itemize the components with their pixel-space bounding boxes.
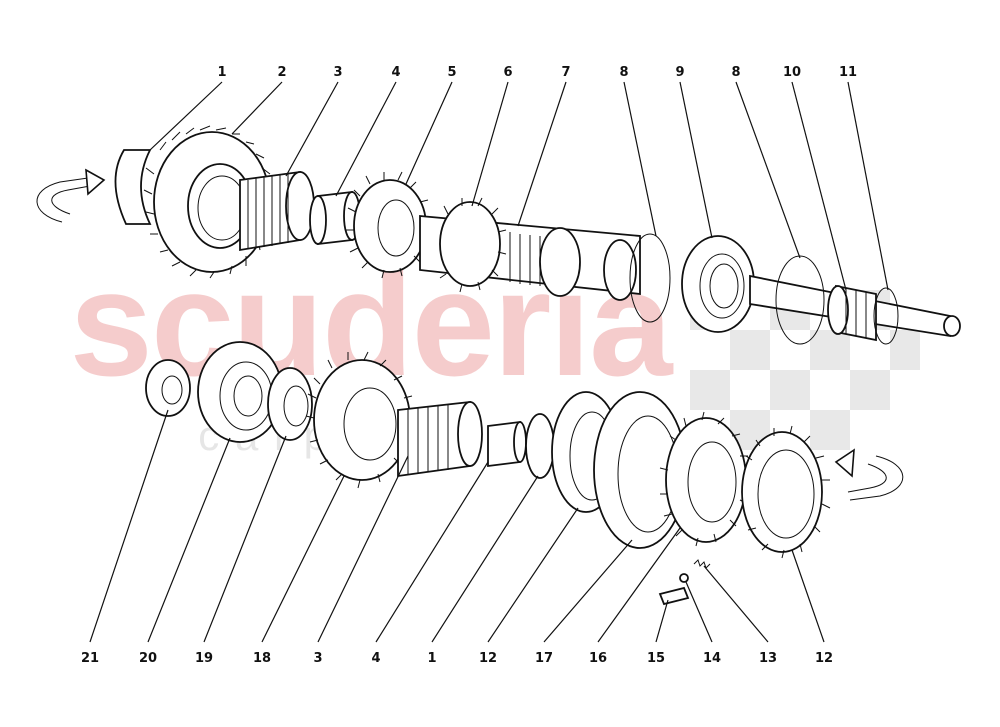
callout-top-2: 2 [277,65,286,80]
callout-bottom-15: 15 [647,651,665,666]
callout-top-8b: 8 [731,65,740,80]
part-synchro-ring-12b [741,425,831,559]
part-snap-ring-8a [629,233,671,323]
callout-top-10: 10 [783,65,801,80]
callout-bottom-19: 19 [195,651,213,666]
part-bushing-top [309,190,361,246]
rotation-arrow-left-icon [36,168,106,223]
callout-top-11: 11 [839,65,857,80]
part-splined-hub-top [239,170,315,252]
leader-lines-bottom [89,409,825,643]
part-synchro-sleeve-17 [593,391,687,549]
callouts-bottom: 21 20 19 18 3 4 1 12 17 16 15 14 13 12 [81,651,833,666]
callout-top-6: 6 [503,65,512,80]
callout-top-9: 9 [675,65,684,80]
part-splined-collar-10 [827,284,877,342]
part-nut-21 [145,359,191,417]
callout-bottom-12b: 12 [815,651,833,666]
part-splined-hub-bottom [397,400,483,478]
callout-bottom-4: 4 [371,651,380,666]
callout-bottom-21: 21 [81,651,99,666]
part-key-15 [658,586,690,606]
part-bushing-bottom [487,420,527,468]
callout-top-7: 7 [561,65,570,80]
part-detent-ball-14 [679,573,689,583]
callout-top-1: 1 [217,65,226,80]
part-detent-spring-13 [693,559,711,569]
callout-top-3: 3 [333,65,342,80]
part-helical-gear-18 [305,351,417,489]
callout-bottom-20: 20 [139,651,157,666]
part-snap-ring-8b [775,255,825,345]
callout-bottom-13: 13 [759,651,777,666]
callout-bottom-18: 18 [253,651,271,666]
callout-bottom-14: 14 [703,651,721,666]
callout-bottom-3: 3 [313,651,322,666]
rotation-arrow-right-icon [834,448,904,501]
part-ball-bearing-9 [681,235,755,333]
part-helical-gear-large [143,125,275,279]
part-spacer-19 [267,367,313,441]
part-thrust-washer-top [114,149,152,225]
leader-lines-top [149,81,889,291]
part-main-shaft [419,197,641,301]
part-circlip-11 [873,287,899,345]
callouts-top: 1 2 3 4 5 6 7 8 9 8 10 11 [217,65,857,80]
callout-bottom-16: 16 [589,651,607,666]
callout-bottom-1: 1 [427,651,436,666]
callout-top-4: 4 [391,65,400,80]
callout-top-8a: 8 [619,65,628,80]
part-synchro-hub-16 [659,411,753,547]
part-thrust-washer-bottom [525,413,555,479]
callout-bottom-17: 17 [535,651,553,666]
callout-top-5: 5 [447,65,456,80]
callout-bottom-12a: 12 [479,651,497,666]
